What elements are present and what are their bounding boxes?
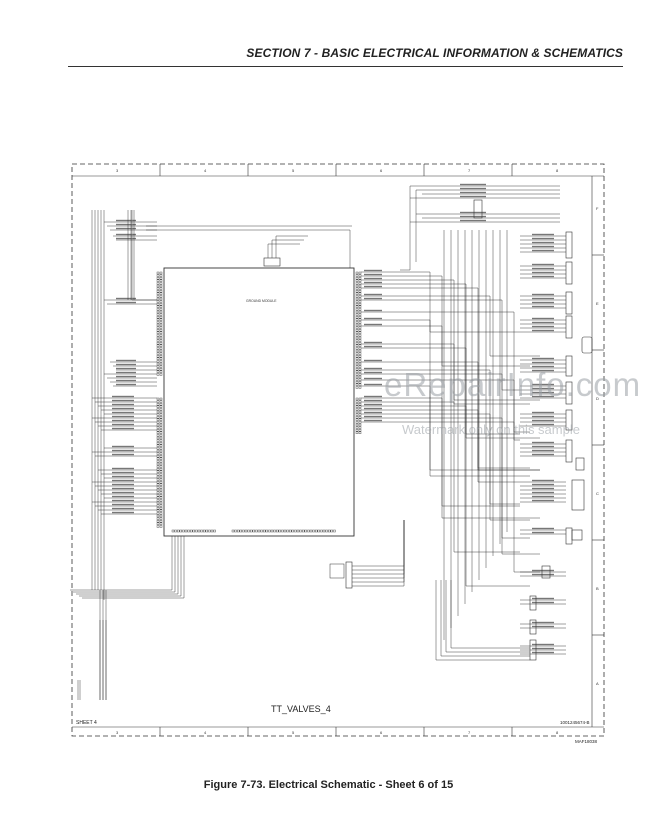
row-label-e: E — [596, 301, 599, 306]
row-label-b: B — [596, 586, 599, 591]
col-label-3-bottom: 3 — [116, 730, 119, 735]
col-label-6: 6 — [380, 168, 383, 173]
row-label-d: D — [596, 396, 599, 401]
wiring-right — [329, 185, 566, 661]
sheet-name: TT_VALVES_4 — [271, 704, 331, 714]
ground-module-label: GROUND MODULE — [246, 299, 277, 303]
watermark-text: eRepairInfo.com — [384, 366, 642, 403]
row-label-a: A — [596, 681, 599, 686]
col-label-4: 4 — [204, 168, 207, 173]
col-label-3: 3 — [116, 168, 119, 173]
ground-module-box — [163, 267, 355, 537]
watermark-subtext: Watermark only on this sample — [402, 422, 580, 437]
col-label-5-bottom: 5 — [292, 730, 295, 735]
row-label-c: C — [596, 491, 599, 496]
module-right-pins — [355, 271, 362, 434]
module-left-pins — [156, 271, 163, 528]
header-rule — [68, 66, 623, 67]
figure-caption: Figure 7-73. Electrical Schematic - Shee… — [203, 779, 454, 791]
sheet-number: SHEET 4 — [76, 720, 97, 726]
module-bottom-pins — [171, 529, 336, 533]
row-label-f: F — [596, 206, 599, 211]
col-label-7-bottom: 7 — [468, 730, 471, 735]
wiring-labels — [112, 183, 554, 654]
drawing-number: 1001245674-B — [560, 720, 590, 725]
col-label-8-bottom: 8 — [556, 730, 559, 735]
figure-code: MAF18038 — [575, 739, 598, 744]
col-label-7: 7 — [468, 168, 471, 173]
col-label-8: 8 — [556, 168, 559, 173]
col-label-4-bottom: 4 — [204, 730, 207, 735]
schematic-frame — [71, 163, 605, 737]
col-label-6-bottom: 6 — [380, 730, 383, 735]
col-label-5: 5 — [292, 168, 295, 173]
section-header-title: SECTION 7 - BASIC ELECTRICAL INFORMATION… — [246, 46, 623, 60]
